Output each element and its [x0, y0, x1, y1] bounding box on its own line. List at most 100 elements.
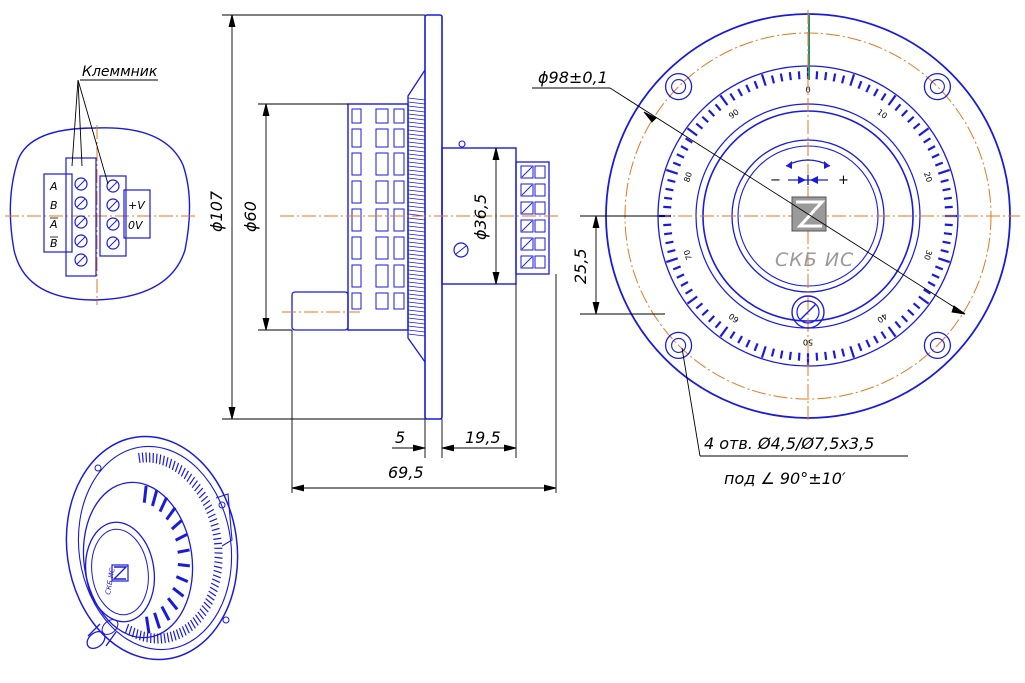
knob-rib [393, 180, 405, 204]
knurl-tooth [407, 281, 426, 285]
dial-tick [719, 326, 729, 338]
mounting-hole-outer [923, 72, 952, 101]
dial-number: 70 [682, 249, 694, 261]
dial-tick [887, 94, 897, 106]
iso-knurl-tooth [187, 622, 193, 632]
iso-knurl-tooth [186, 473, 193, 482]
isometric-view: СКБ ИС [65, 435, 239, 661]
iso-knurl-tooth [171, 460, 176, 471]
dial-tick [788, 72, 792, 81]
dial-tick [873, 88, 879, 97]
connector-pin [534, 183, 546, 197]
knob-rib [393, 108, 405, 124]
dial-tick [880, 331, 887, 340]
iso-knurl-tooth [211, 578, 221, 584]
iso-knurl-tooth [124, 623, 130, 634]
dial-tick [943, 196, 952, 200]
terminal-title: Клеммник [82, 64, 158, 80]
dial-tick [714, 320, 722, 329]
dial-tick [849, 345, 856, 359]
iso-knurl-tooth [131, 627, 136, 638]
dim-width-5: 5 [395, 428, 405, 447]
terminal-label-b-inv: B [50, 237, 58, 250]
brand-logo [791, 196, 827, 232]
connector-pin [534, 237, 546, 251]
connector-pin [520, 255, 534, 269]
knurl-tooth [407, 269, 426, 273]
iso-knurl-tooth [177, 465, 183, 475]
terminal-screw [74, 215, 88, 229]
iso-rib [166, 597, 179, 611]
knob-rib [351, 236, 362, 260]
knurl-tooth [407, 129, 426, 133]
iso-knurl-tooth [199, 608, 207, 617]
iso-knurl-tooth [138, 452, 141, 463]
iso-rib [158, 496, 169, 513]
iso-knurl-tooth [194, 483, 201, 492]
connector-pin [534, 165, 546, 179]
dial-tick [824, 72, 828, 81]
knurl-tooth [407, 321, 426, 325]
dial-tick [729, 331, 736, 340]
dial-tick-marks [659, 67, 957, 365]
pin-slot [521, 184, 533, 196]
iso-knurl-tooth [139, 630, 142, 641]
dial-tick [937, 257, 951, 264]
knurl-tooth [407, 233, 426, 237]
dial-tick [770, 75, 775, 84]
terminal-screw [106, 217, 120, 231]
iso-rib [151, 489, 159, 507]
dial-tick [880, 92, 887, 101]
dial-tick [753, 342, 759, 352]
mounting-hole-outer [923, 331, 952, 360]
iso-knurl-tooth [209, 586, 218, 593]
iso-rib [177, 563, 191, 568]
knurl-tooth [407, 325, 426, 329]
iso-knurl-tooth [198, 491, 206, 499]
knob-rib [393, 128, 405, 148]
iso-knurl-tooth [213, 537, 222, 540]
knurl-tooth [407, 185, 426, 189]
connector-pin [520, 219, 534, 233]
dial-tick [779, 350, 784, 359]
dial-tick [664, 196, 673, 200]
dial-tick [707, 109, 716, 117]
knurl-tooth [407, 277, 426, 281]
dial-tick [815, 71, 819, 80]
dial-tick [745, 84, 751, 93]
dial-tick [927, 145, 936, 151]
dial-tick [665, 257, 679, 264]
dial-tick [701, 115, 709, 124]
side-dimensions [222, 14, 557, 493]
knob-rib [393, 152, 405, 176]
iso-rib [153, 612, 161, 629]
mounting-hole-inner [671, 337, 687, 353]
iso-knurl-tooth [178, 627, 184, 638]
dial-tick [667, 249, 676, 254]
dial-tick [714, 103, 722, 112]
iso-knurl-tooth [207, 513, 216, 519]
knurl-tooth [407, 285, 426, 289]
iso-rib [170, 518, 184, 531]
terminal-screws-right [106, 179, 120, 250]
knurl-tooth [407, 117, 426, 121]
dial-tick [719, 94, 729, 106]
dial-tick [942, 187, 951, 192]
knurl-tooth [407, 221, 426, 225]
iso-rib [177, 548, 190, 554]
iso-knurl-tooth [212, 574, 221, 579]
terminal-label-b: B [50, 199, 58, 212]
knurl-tooth [407, 293, 426, 297]
dial-tick [737, 88, 743, 97]
dim-diameter-107: ϕ107 [207, 190, 226, 232]
iso-knurl-tooth [192, 617, 199, 626]
dial-tick [684, 288, 693, 295]
knurl-tooth [407, 205, 426, 209]
terminal-screw [106, 198, 120, 212]
mounting-hole-inner [929, 337, 945, 353]
dial-tick [815, 352, 819, 361]
dial-tick [665, 187, 674, 192]
front-dimensions [532, 87, 966, 457]
